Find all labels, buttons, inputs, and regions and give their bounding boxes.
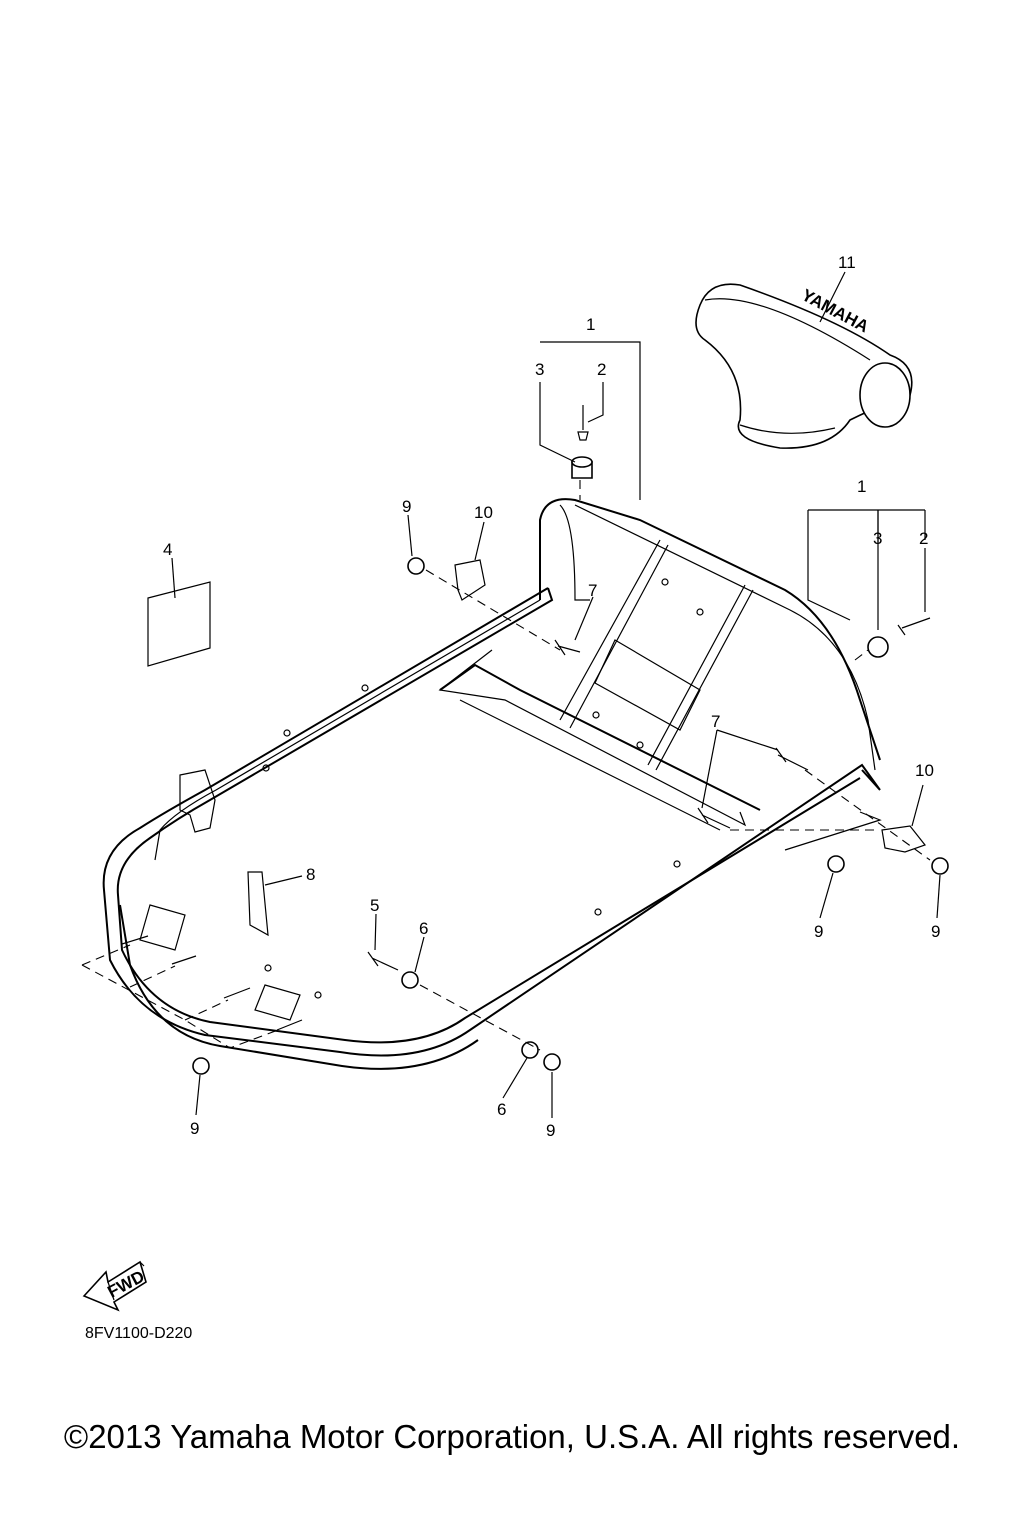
callout-6b: 6 — [497, 1100, 506, 1119]
leader-lines — [171, 271, 941, 1118]
callout-3a: 3 — [535, 360, 544, 379]
callout-9d: 9 — [190, 1119, 199, 1138]
callout-1b: 1 — [857, 477, 866, 496]
callout-7a: 7 — [588, 581, 597, 600]
callout-9b: 9 — [814, 922, 823, 941]
callout-9c: 9 — [931, 922, 940, 941]
callout-1a: 1 — [586, 315, 595, 334]
callout-10b: 10 — [915, 761, 934, 780]
callout-3b: 3 — [873, 529, 882, 548]
callout-9e: 9 — [546, 1121, 555, 1140]
fwd-arrow-icon: FWD — [82, 1260, 148, 1312]
callout-4: 4 — [163, 540, 172, 559]
callout-2a: 2 — [597, 360, 606, 379]
callout-8: 8 — [306, 865, 315, 884]
diagram-code: 8FV1100-D220 — [85, 1325, 193, 1342]
copyright-notice: ©2013 Yamaha Motor Corporation, U.S.A. A… — [63, 1418, 961, 1455]
callout-7b: 7 — [711, 712, 720, 731]
callout-6a: 6 — [419, 919, 428, 938]
callout-10a: 10 — [474, 503, 493, 522]
callout-9a: 9 — [402, 497, 411, 516]
callout-5: 5 — [370, 896, 379, 915]
callout-2b: 2 — [919, 529, 928, 548]
fasteners — [121, 405, 949, 1075]
tray-frame — [102, 498, 882, 1070]
callout-labels: 1 3 2 11 1 3 2 9 10 4 7 7 10 8 5 6 9 9 6… — [163, 253, 940, 1140]
handle-cover: YAMAHA — [695, 283, 913, 449]
assembly-lines — [81, 480, 931, 1051]
callout-11: 11 — [838, 253, 856, 272]
